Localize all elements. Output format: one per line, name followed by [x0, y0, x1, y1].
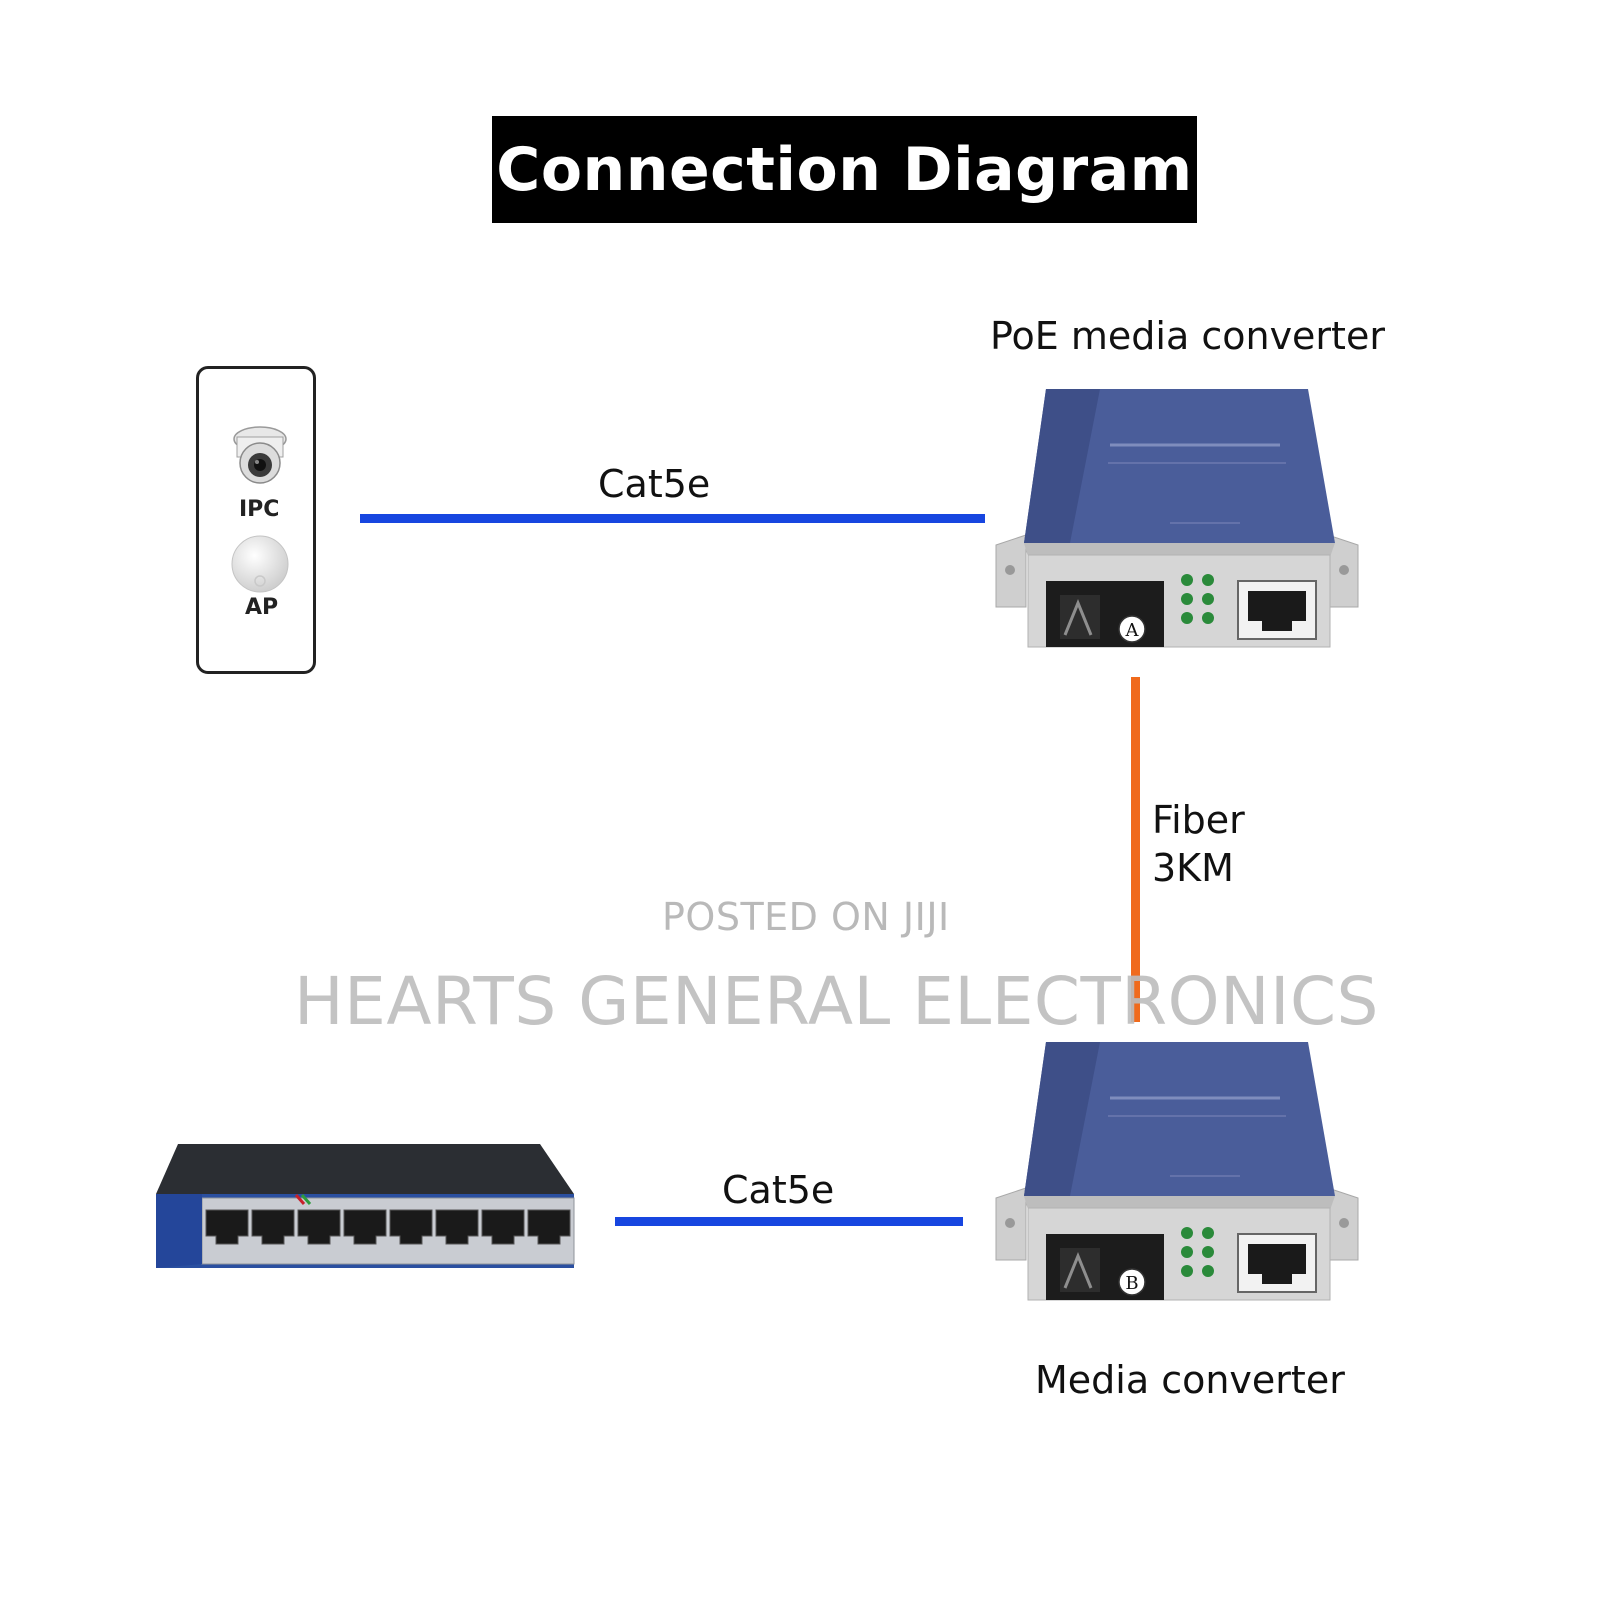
- watermark-store-name: HEARTS GENERAL ELECTRONICS: [294, 963, 1379, 1040]
- poe-media-converter-icon: A: [995, 389, 1359, 648]
- media-converter-icon: B: [995, 1042, 1359, 1301]
- bottom-ethernet-cable: [615, 1217, 963, 1226]
- bottom-cable-label: Cat5e: [722, 1168, 835, 1212]
- media-converter-label: Media converter: [1035, 1358, 1345, 1402]
- fiber-label: Fiber 3KM: [1152, 796, 1245, 892]
- fiber-label-line1: Fiber: [1152, 798, 1245, 842]
- diagram-title: Connection Diagram: [496, 134, 1193, 205]
- ip-camera-icon: [233, 426, 287, 484]
- watermark-posted-on: POSTED ON JIJI: [662, 895, 950, 939]
- port-letter-b: B: [1125, 1273, 1138, 1294]
- diagram-title-box: Connection Diagram: [492, 116, 1197, 223]
- fiber-cable: [1131, 677, 1140, 1022]
- top-cable-label: Cat5e: [598, 462, 711, 506]
- poe-converter-label: PoE media converter: [990, 314, 1385, 358]
- network-switch-icon: [156, 1144, 575, 1268]
- top-ethernet-cable: [360, 514, 985, 523]
- access-point-label: AP: [245, 595, 279, 620]
- endpoint-devices-panel: IPC AP: [196, 366, 316, 674]
- port-letter-a: A: [1125, 620, 1140, 641]
- fiber-label-line2: 3KM: [1152, 846, 1234, 890]
- camera-label: IPC: [239, 497, 280, 522]
- access-point-icon: [231, 535, 289, 593]
